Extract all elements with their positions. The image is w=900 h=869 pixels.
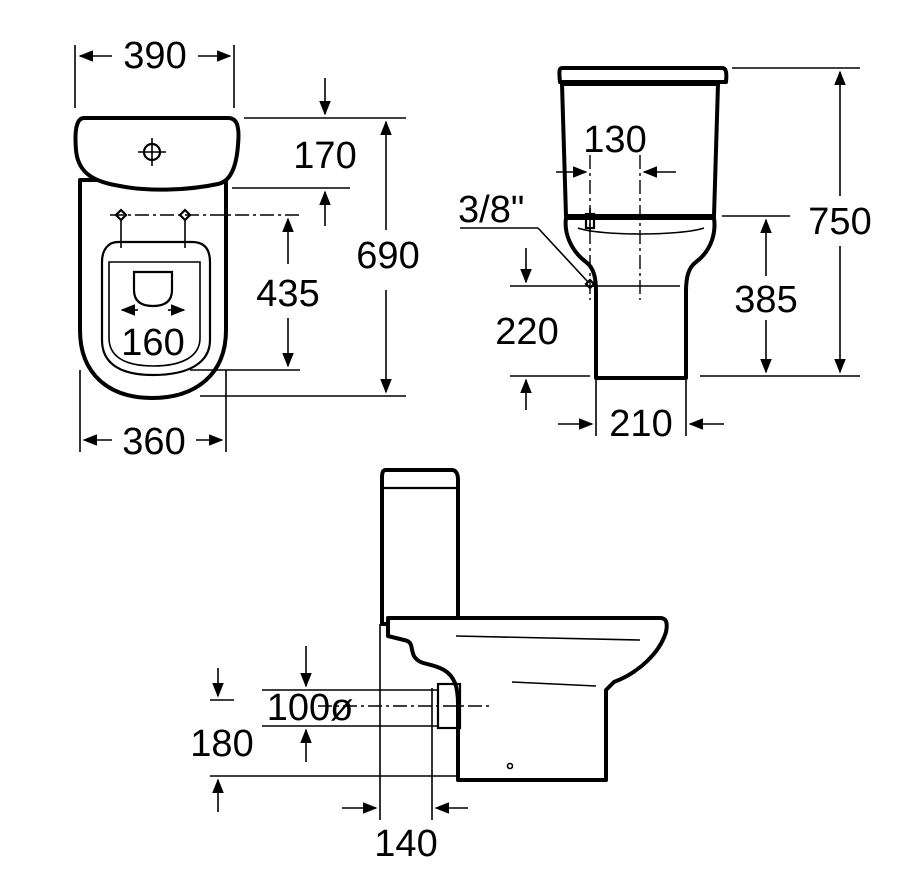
top-view: 390 170 690 435 160 360 — [73, 35, 420, 463]
dim-foot-width: 210 — [609, 403, 672, 445]
dim-outlet-distance: 140 — [374, 823, 437, 865]
front-view: 130 3/8" 750 385 220 210 — [458, 66, 872, 445]
top-view-inner-bowl — [100, 240, 212, 377]
dim-supply-height: 220 — [495, 311, 558, 353]
dim-supply-thread: 3/8" — [458, 189, 524, 231]
dim-seat-fixing-width: 160 — [121, 322, 184, 364]
dim-seat-height: 385 — [734, 279, 797, 321]
dim-top-width: 390 — [123, 35, 186, 77]
top-view-tank-outline — [73, 116, 241, 192]
top-view-outlet — [132, 270, 174, 308]
dim-outlet-height: 180 — [190, 723, 253, 765]
dim-fixing-holes-spacing: 435 — [256, 273, 319, 315]
top-view-bowl-outline — [78, 178, 228, 400]
front-view-tank-lid — [557, 66, 729, 84]
dim-base-width: 360 — [122, 421, 185, 463]
dim-outlet-diameter: 100ø — [267, 687, 354, 729]
dim-tank-depth: 170 — [293, 135, 356, 177]
side-view-bowl — [386, 616, 669, 782]
dim-total-depth: 690 — [356, 235, 419, 277]
side-view: 100ø 180 140 — [190, 468, 669, 865]
dim-total-height: 750 — [808, 201, 871, 243]
side-view-tank — [380, 468, 460, 626]
dim-supply-offset: 130 — [583, 119, 646, 161]
